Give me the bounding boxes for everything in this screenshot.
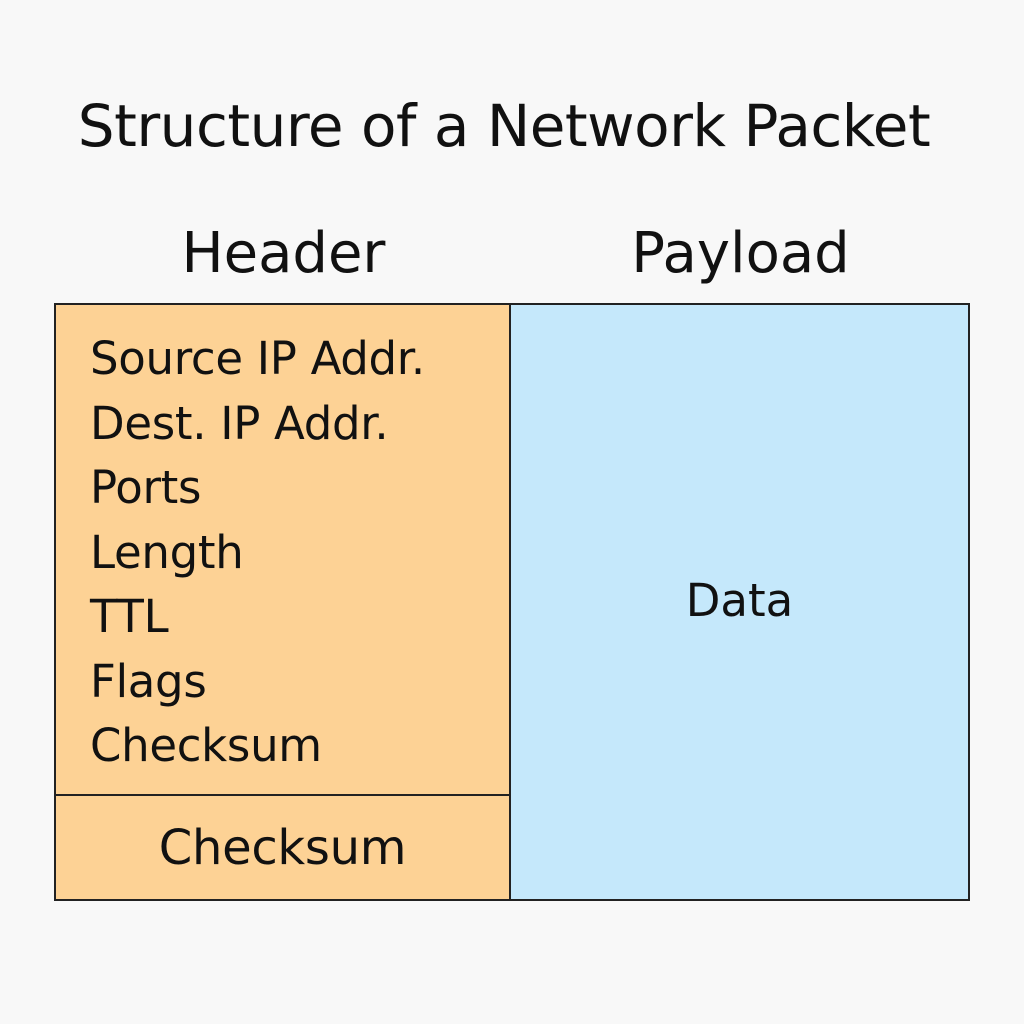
header-column-label: Header — [181, 221, 386, 286]
header-field-ttl: TTL — [90, 590, 169, 643]
header-field-source-ip: Source IP Addr. — [90, 332, 425, 385]
payload-section: Data — [509, 303, 970, 901]
header-field-flags: Flags — [90, 654, 207, 708]
checksum-section: Checksum — [54, 794, 511, 901]
payload-data-label: Data — [685, 574, 794, 627]
header-section: Source IP Addr. Dest. IP Addr. Ports Len… — [54, 303, 511, 796]
header-field-length: Length — [90, 525, 244, 579]
payload-column-label: Payload — [631, 221, 850, 286]
header-field-dest-ip: Dest. IP Addr. — [90, 396, 389, 450]
header-field-ports: Ports — [90, 461, 202, 514]
header-field-checksum: Checksum — [90, 719, 322, 772]
header-field-list: Source IP Addr. Dest. IP Addr. Ports Len… — [56, 305, 509, 779]
packet-structure: Source IP Addr. Dest. IP Addr. Ports Len… — [54, 303, 970, 901]
diagram-title: Structure of a Network Packet — [77, 92, 931, 160]
